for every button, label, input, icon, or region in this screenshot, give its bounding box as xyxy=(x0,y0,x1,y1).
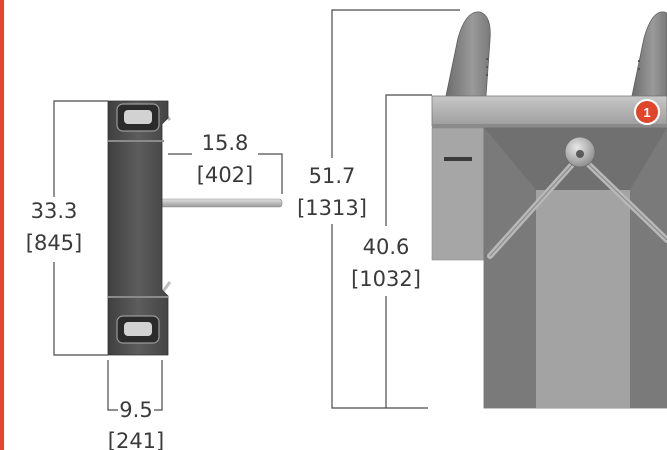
top-cap xyxy=(431,95,667,127)
total-height-dimension xyxy=(331,9,460,409)
side-height-dimension xyxy=(53,100,108,356)
side-arm xyxy=(159,198,283,208)
side-view: 33.3 [845] 15.8 [402] 9.5 [241] xyxy=(26,100,283,450)
body-height-mm: [1032] xyxy=(351,267,421,291)
callout-badge-number: 1 xyxy=(643,105,650,120)
callout-badge xyxy=(634,99,660,125)
right-fin xyxy=(631,11,667,97)
body-height-in: 40.6 xyxy=(363,235,410,259)
total-height-in: 51.7 xyxy=(309,164,356,188)
arm-length-dimension xyxy=(168,153,283,194)
card-slot xyxy=(444,157,472,161)
accent-bar xyxy=(0,0,4,450)
front-view: 1 51.7 [1313] 40.6 [1032] xyxy=(297,9,667,409)
side-height-mm: [845] xyxy=(26,231,82,255)
total-height-mm: [1313] xyxy=(297,196,367,220)
side-height-in: 33.3 xyxy=(31,199,78,223)
left-side-panel xyxy=(431,127,485,261)
left-fin xyxy=(445,11,491,97)
body-height-dimension xyxy=(385,94,432,408)
side-width-mm: [241] xyxy=(108,429,164,450)
side-width-in: 9.5 xyxy=(119,398,152,422)
side-post xyxy=(107,100,169,356)
center-panel xyxy=(536,190,630,408)
arm-length-in: 15.8 xyxy=(202,131,249,155)
side-width-dimension xyxy=(107,360,163,411)
arm-length-mm: [402] xyxy=(197,163,253,187)
